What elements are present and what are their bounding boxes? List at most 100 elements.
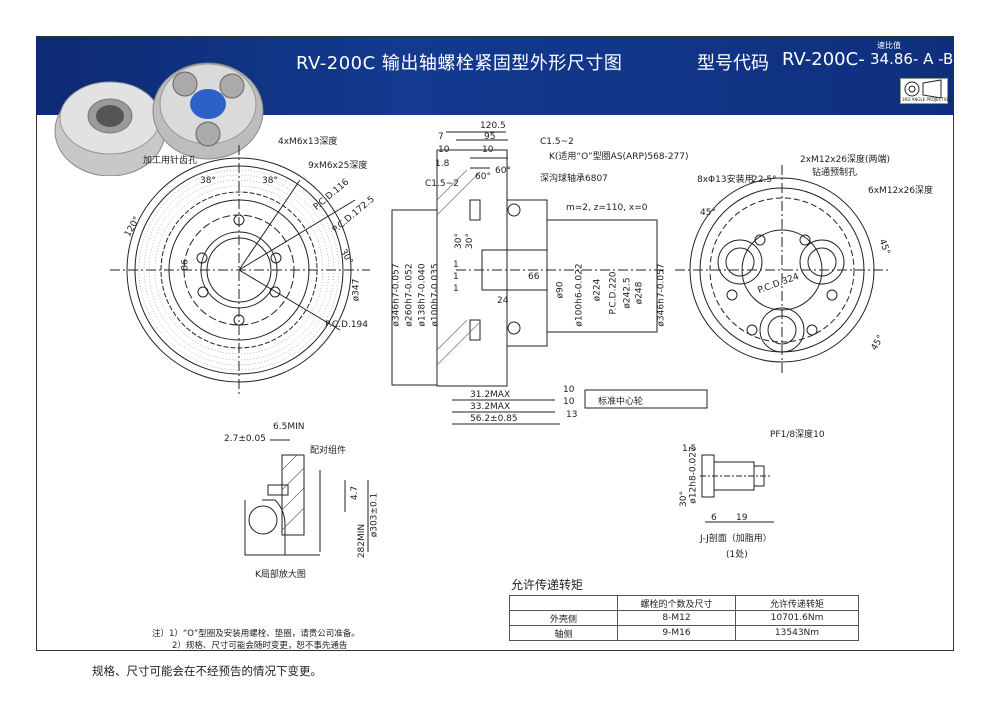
torque-table-title: 允许传递转矩 (511, 578, 584, 592)
front-view-ring-hatch (138, 169, 340, 371)
dim-30-deg: 30° (678, 491, 689, 507)
dim-66: 66 (528, 272, 540, 282)
label-drill-through: 钻通预制孔 (812, 168, 858, 178)
note-line-2: 2）规格、尺寸可能会随时变更，恕不事先通告 (172, 641, 348, 651)
torque-row-bolts: 8-M12 (617, 610, 736, 626)
dim-2-7: 2.7±0.05 (224, 434, 266, 444)
label-pcd194: P.C.D.194 (325, 320, 369, 330)
rear-view (675, 165, 890, 375)
section-jj-view (700, 454, 774, 523)
dim-c15-top: C1.5~2 (540, 137, 574, 147)
dim-1-5: 1.5 (682, 444, 697, 454)
ratio-suffix: 34.86- A -B (870, 50, 954, 68)
dim-31-2max: 31.2MAX (470, 390, 511, 400)
dim-282min: 282MIN (357, 523, 368, 559)
projection-symbol (900, 78, 948, 104)
label-mating-part: 配对组件 (310, 446, 347, 456)
section-view (391, 131, 708, 425)
front-view (110, 145, 370, 395)
callout-oring: K(适用“O”型圈AS(ARP)568-277) (549, 152, 689, 162)
dim-33-2max: 33.2MAX (470, 402, 511, 412)
label-6xm12: 6xM12x26深度 (868, 186, 934, 196)
dim-19: 19 (736, 513, 748, 523)
drawing-title: RV-200C 输出轴螺栓紧固型外形尺寸图 (296, 53, 623, 74)
ratio-caption: 速比值 (877, 41, 901, 50)
torque-header-empty (509, 595, 618, 611)
dim-30b: 30° (464, 233, 475, 249)
dim-10b: 10 (482, 145, 494, 155)
dim-d224: ø224 (592, 278, 603, 302)
torque-row-label: 外壳侧 (509, 610, 618, 626)
dim-d12h8: ø12h8-0.027 (688, 446, 699, 504)
torque-header-torque: 允许传递转矩 (735, 595, 859, 611)
label-angle-22-5: 22.5° (752, 175, 777, 185)
dim-1-8: 1.8 (435, 159, 450, 169)
dim-6: 6 (711, 513, 717, 523)
label-86: 86 (180, 259, 191, 271)
label-8xd13: 8xΦ13安装用 (697, 175, 754, 185)
dim-d138: ø138h7-0.040 (417, 263, 428, 327)
dim-30a: 30° (453, 233, 464, 249)
label-pin-hole: 加工用针齿孔 (143, 156, 198, 166)
model-code: RV-200C- (782, 49, 865, 70)
caption-jj-qty: (1处) (726, 550, 748, 560)
dim-6-5min: 6.5MIN (273, 422, 305, 432)
projection-text: 3RD ANGLE PROJECTION (902, 97, 952, 102)
torque-header-bolts: 螺栓的个数及尺寸 (617, 595, 736, 611)
callout-gear: m=2, z=110, x=0 (566, 203, 648, 213)
label-angle-38-right: 38° (262, 176, 278, 186)
dim-1a: 1 (453, 260, 459, 270)
dim-1c: 1 (453, 284, 459, 294)
caption-jj: J-J剖面（加脂用） (700, 534, 772, 544)
dim-d347: ø347 (351, 278, 362, 302)
torque-row-label: 轴侧 (509, 625, 618, 641)
label-angle-38-left: 38° (200, 176, 216, 186)
label-2xm12: 2xM12x26深度(两端) (800, 155, 891, 165)
torque-row-value: 10701.6Nm (735, 610, 859, 626)
label-angle-45a: 45° (700, 208, 716, 218)
detail-k-hatch (281, 454, 305, 531)
table-row: 外壳侧 8-M12 10701.6Nm (509, 610, 859, 626)
dim-d346h7: ø346h7-0.057 (391, 263, 402, 327)
table-row: 轴侧 9-M16 13543Nm (509, 625, 859, 641)
dim-d346-right: ø346h7-0.057 (656, 263, 667, 327)
label-9xm6: 9xM6x25深度 (308, 161, 368, 171)
section-hatch (436, 169, 481, 366)
dim-c15-left: C1.5~2 (425, 179, 459, 189)
product-photo (54, 62, 264, 176)
detail-k-view (244, 439, 369, 556)
dim-120-5: 120.5 (480, 121, 506, 131)
torque-row-value: 13543Nm (735, 625, 859, 641)
note-line-1: 注）1）“O”型圈及安装用螺栓、垫圈，请贵公司准备。 (152, 629, 360, 639)
dim-d248: ø248 (634, 281, 645, 305)
label-4xm6: 4xM6x13深度 (278, 137, 338, 147)
dim-d90: ø90 (555, 281, 566, 299)
dim-10a: 10 (438, 145, 450, 155)
dim-10-bottom-b: 10 (563, 397, 575, 407)
model-code-label: 型号代码 (697, 53, 769, 74)
dim-60b: 60° (495, 166, 511, 176)
dim-95: 95 (484, 132, 496, 142)
dim-d303: ø303±0.1 (369, 492, 380, 538)
label-pf1-8: PF1/8深度10 (770, 430, 825, 440)
dim-56-2: 56.2±0.85 (470, 414, 518, 424)
dim-10-bottom-a: 10 (563, 385, 575, 395)
dim-60a: 60° (475, 172, 491, 182)
caption-detail-k: K局部放大图 (255, 570, 306, 580)
dim-pcd220: P.C.D.220 (608, 271, 619, 315)
footer-disclaimer: 规格、尺寸可能会在不经预告的情况下变更。 (92, 664, 322, 678)
torque-table: 螺栓的个数及尺寸 允许传递转矩 外壳侧 8-M12 10701.6Nm 轴侧 9… (509, 595, 859, 641)
torque-row-bolts: 9-M16 (617, 625, 736, 641)
dim-24: 24 (497, 296, 509, 306)
dim-d100h6: ø100h6-0.022 (574, 263, 585, 327)
dim-d260: ø260h7-0.052 (404, 263, 415, 327)
dim-4-7: 4.7 (350, 485, 361, 501)
dim-13-bottom: 13 (566, 410, 578, 420)
callout-bearing: 深沟球轴承6807 (540, 174, 608, 184)
callout-center-gear: 标准中心轮 (598, 397, 644, 407)
dim-d100: ø100h7-0.035 (430, 263, 441, 327)
dim-7: 7 (438, 132, 444, 142)
torque-table-header: 螺栓的个数及尺寸 允许传递转矩 (509, 595, 859, 611)
dim-1b: 1 (453, 272, 459, 282)
